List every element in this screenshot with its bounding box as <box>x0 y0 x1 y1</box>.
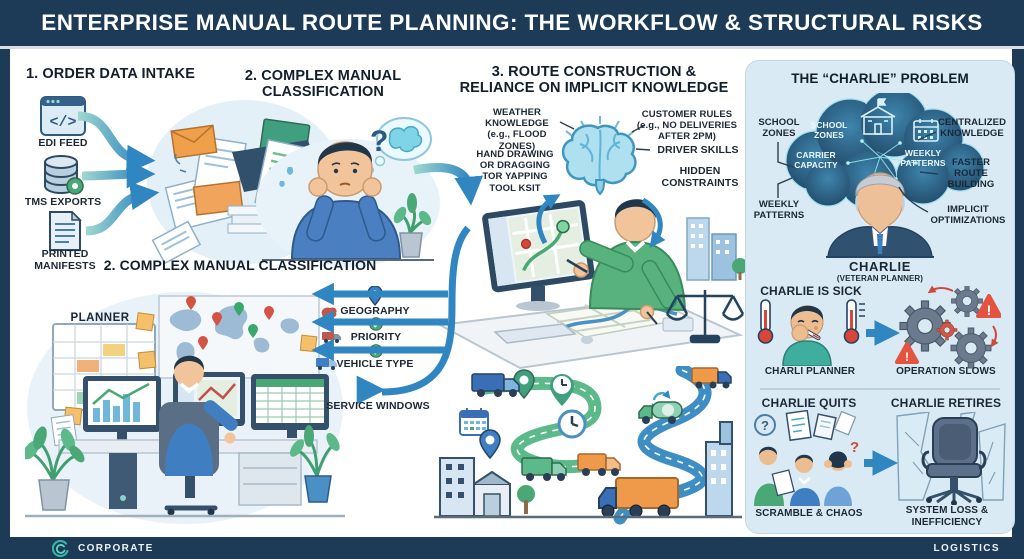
geography-pin-icon <box>367 286 383 306</box>
vehicle-type-label: VEHICLE TYPE <box>336 358 414 370</box>
title-band: ENTERPRISE MANUAL ROUTE PLANNING: THE WO… <box>0 0 1024 49</box>
truck-icon-green <box>521 457 567 481</box>
monitor-chart <box>83 376 161 440</box>
page-title: ENTERPRISE MANUAL ROUTE PLANNING: THE WO… <box>41 10 983 35</box>
thermometer-icon <box>757 299 774 344</box>
truck-icon-green <box>638 401 683 424</box>
operation-slows-caption: OPERATION SLOWS <box>896 366 996 377</box>
charlie-quits-heading: CHARLIE QUITS <box>761 396 857 410</box>
check-icon <box>369 317 383 331</box>
edi-feed-label: EDI FEED <box>38 137 88 149</box>
person-green <box>754 446 795 506</box>
footer-corporate-label: CORPORATE <box>78 543 154 554</box>
footer-logistics-label: LOGISTICS <box>933 543 1000 554</box>
person-blue <box>790 454 820 506</box>
truck-icon-orange <box>691 367 732 389</box>
person-covering-ears <box>824 451 852 506</box>
svg-text:!: ! <box>905 350 909 364</box>
charlie-is-sick-heading: CHARLIE IS SICK <box>760 284 862 298</box>
school-icon <box>860 98 896 135</box>
driver-skills-label: DRIVER SKILLS <box>657 144 739 156</box>
route-map-illustration <box>434 366 742 525</box>
cloud-weekly-patterns-label: WEEKLY PATTERNS <box>900 148 946 169</box>
thermometer-icon <box>843 299 865 344</box>
planner-label: PLANNER <box>70 312 130 324</box>
map-pins <box>186 296 274 350</box>
hidden-constraints-label: HIDDEN CONSTRAINTS <box>661 165 739 190</box>
check-icon <box>369 344 383 358</box>
office-chair-icon <box>921 417 987 505</box>
svg-text:?: ? <box>761 418 769 433</box>
system-loss-caption: SYSTEM LOSS & INEFFICIENCY <box>905 505 989 528</box>
printed-manifests-icon <box>49 211 82 251</box>
charlie-panel-title: THE “CHARLIE” PROBLEM <box>791 71 969 86</box>
city-skyline-icon <box>434 421 742 519</box>
classification-heading: 2. COMPLEX MANUAL CLASSIFICATION <box>103 257 377 273</box>
monitor-spreadsheet <box>251 374 329 438</box>
route-heading: 3. ROUTE CONSTRUCTION & RELIANCE ON IMPL… <box>459 64 729 97</box>
planner-workstation-scene <box>25 292 345 524</box>
service-windows-label: SERVICE WINDOWS <box>326 400 430 412</box>
route-construction-scene <box>436 199 745 370</box>
centralized-knowledge-label: CENTRALIZED KNOWLEDGE <box>937 117 1007 140</box>
intake-heading: 1. ORDER DATA INTAKE <box>26 66 196 82</box>
svg-text:</>: </> <box>49 114 76 131</box>
panel-divider <box>760 388 1000 390</box>
region-icon <box>321 307 337 318</box>
scramble-chaos-illustration: ? ? <box>754 410 859 506</box>
truck-icon-large-orange <box>598 477 679 518</box>
calendar-icon <box>459 408 489 436</box>
empty-chair-illustration <box>896 412 1006 505</box>
glass-shards <box>896 412 1006 501</box>
scramble-chaos-caption: SCRAMBLE & CHAOS <box>755 508 863 519</box>
vehicle-truck-icon <box>316 358 337 370</box>
charlie-name-label: CHARLIE <box>849 259 911 274</box>
plant-right <box>289 425 340 503</box>
printed-manifests-label: PRINTED MANIFESTS <box>34 248 96 273</box>
clock-icon <box>550 374 574 406</box>
edi-feed-icon: </> <box>40 96 86 136</box>
seated-planner <box>159 355 238 516</box>
warning-triangle-icon: ! <box>976 294 1001 318</box>
knowledge-cloud <box>785 93 985 209</box>
faster-route-building-label: FASTER ROUTE BUILDING <box>947 157 995 191</box>
sick-charlie-illustration <box>757 299 865 366</box>
broken-gears-illustration: ! ! <box>895 286 1001 369</box>
truck-icon-blue <box>471 373 520 397</box>
confused-planner-illustration: ? <box>256 117 440 267</box>
charlie-retires-heading: CHARLIE RETIRES <box>890 396 1002 410</box>
location-pin-icon <box>479 429 501 460</box>
customer-rules-label: CUSTOMER RULES (e.g., NO DELIVERIES AFTE… <box>636 109 738 143</box>
tms-exports-icon <box>44 155 84 195</box>
route-monitor <box>482 200 595 293</box>
weekly-patterns-label: WEEKLY PATTERNS <box>753 199 805 222</box>
classification-top-heading: 2. COMPLEX MANUAL CLASSIFICATION <box>244 68 402 101</box>
tms-exports-label: TMS EXPORTS <box>24 196 102 208</box>
svg-text:!: ! <box>987 302 992 318</box>
warning-triangle-icon: ! <box>895 342 919 364</box>
school-zones-label: SCHOOL ZONES <box>758 117 800 140</box>
cloud-school-zones-label: SCHOOL ZONES <box>810 120 848 141</box>
charli-planner-caption: CHARLI PLANNER <box>764 366 856 377</box>
clock-icon <box>557 409 587 439</box>
hand-drawing-label: HAND DRAWING OR DRAGGING TOR YAPPING TOO… <box>476 149 554 194</box>
city-buildings-icon <box>686 217 745 281</box>
scales-icon <box>665 290 745 344</box>
cloud-carrier-capacity-label: CARRIER CAPACITY <box>794 150 838 171</box>
charlie-portrait <box>826 172 934 258</box>
charlie-subtitle-label: (VETERAN PLANNER) <box>836 274 924 283</box>
priority-truck-icon <box>322 332 341 343</box>
svg-text:?: ? <box>850 439 859 456</box>
svg-text:?: ? <box>370 125 388 158</box>
implicit-optimizations-label: IMPLICIT OPTIMIZATIONS <box>930 204 1006 227</box>
truck-icon-orange <box>577 453 621 476</box>
weather-knowledge-label: WEATHER KNOWLEDGE (e.g., FLOOD ZONES) <box>485 107 549 152</box>
brain-icon <box>561 116 637 196</box>
plant-left <box>25 426 85 511</box>
priority-label: PRIORITY <box>350 331 402 343</box>
gear-icon <box>899 286 992 369</box>
geography-label: GEOGRAPHY <box>340 305 410 317</box>
corporate-logo-icon <box>52 540 69 558</box>
